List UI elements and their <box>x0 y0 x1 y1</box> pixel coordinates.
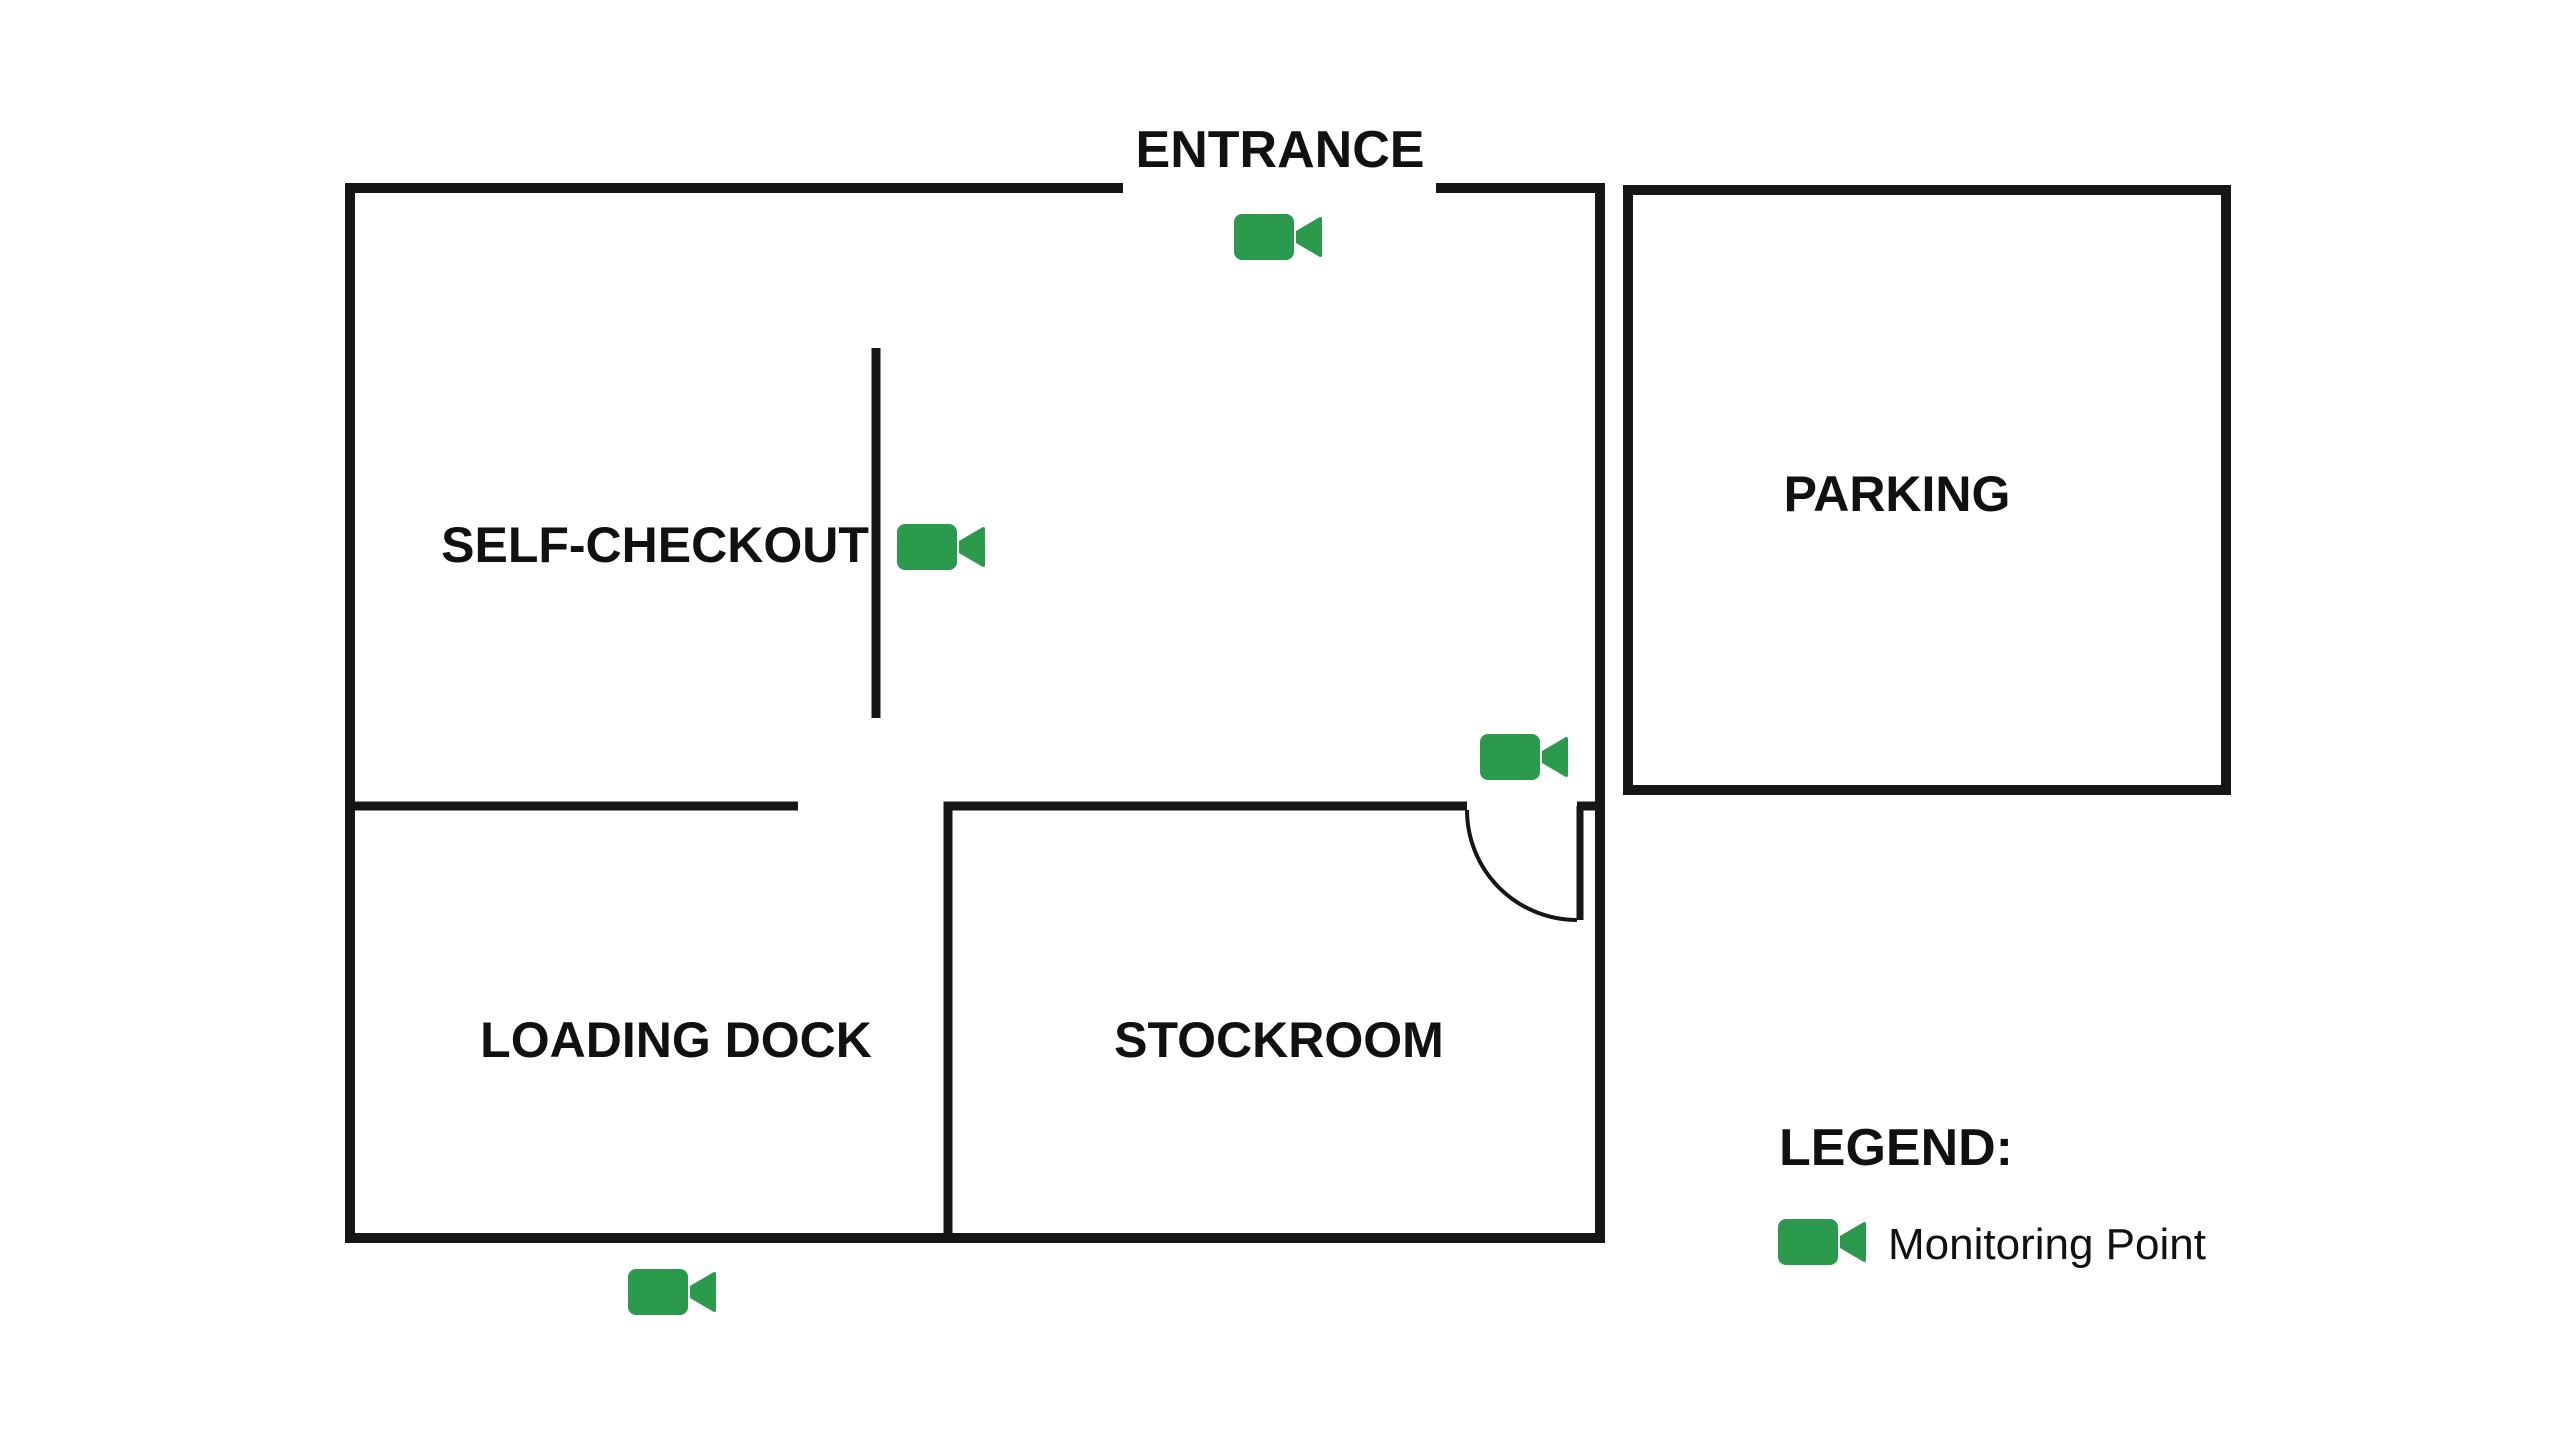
monitoring-point-entrance <box>1233 212 1323 262</box>
parking-label: PARKING <box>1783 466 2011 522</box>
video-camera-icon <box>1233 212 1323 262</box>
loading-dock-label: LOADING DOCK <box>480 1012 872 1068</box>
video-camera-icon <box>1479 732 1569 782</box>
self-checkout-label: SELF-CHECKOUT <box>441 517 869 573</box>
stockroom-label: STOCKROOM <box>1114 1012 1444 1068</box>
video-camera-icon <box>896 522 986 572</box>
legend-title: LEGEND: <box>1779 1119 2013 1177</box>
video-camera-icon <box>627 1267 717 1317</box>
door-swing-arc <box>1465 809 1578 922</box>
parking-outline-wall <box>1623 185 2231 795</box>
monitoring-point-self-checkout <box>896 522 986 572</box>
entrance-label: ENTRANCE <box>1135 121 1425 179</box>
monitoring-point-stockroom-door <box>1479 732 1569 782</box>
stockroom-wall <box>943 801 1467 1238</box>
building-outline-wall <box>345 183 1605 1243</box>
legend-monitoring-point-swatch <box>1777 1216 1867 1268</box>
legend-item-label: Monitoring Point <box>1888 1220 2206 1269</box>
monitoring-point-loading-dock <box>627 1267 717 1317</box>
video-camera-icon <box>1777 1216 1867 1268</box>
